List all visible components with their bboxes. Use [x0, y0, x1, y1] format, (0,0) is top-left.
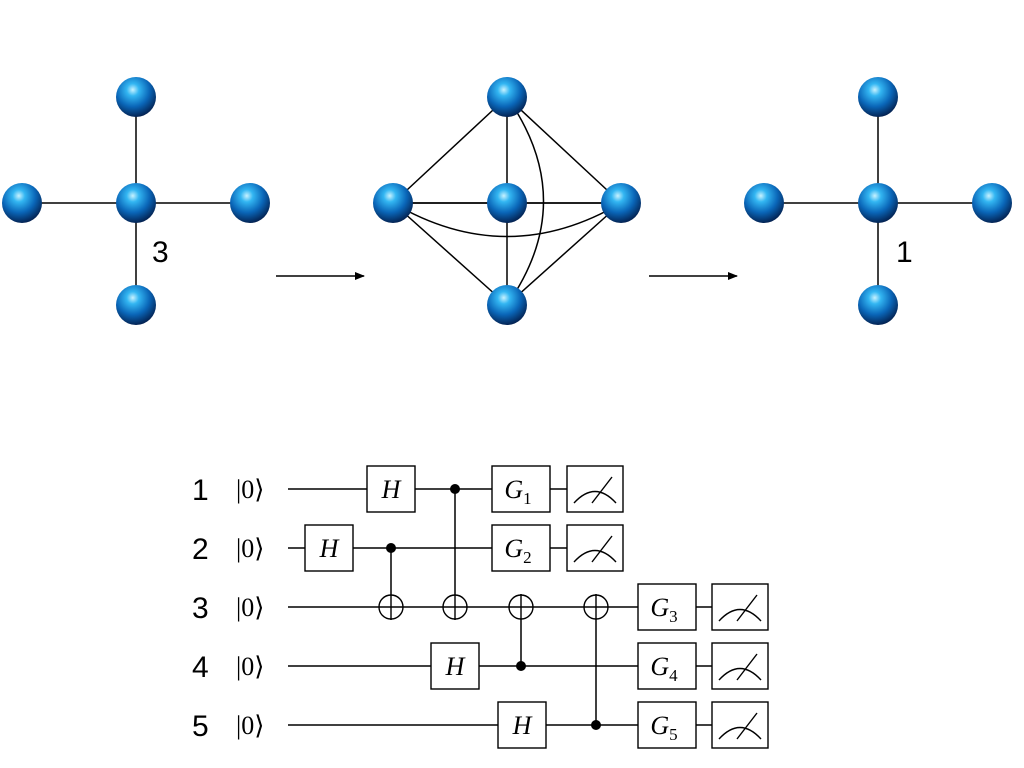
vertex-node [230, 183, 270, 223]
vertex-node [116, 77, 156, 117]
edge [392, 202, 508, 306]
middle-complete-graph [373, 77, 641, 325]
cnot-target [442, 594, 468, 620]
qubit-index: 4 [192, 651, 209, 684]
measurement-meter-icon [566, 465, 624, 513]
edge [392, 96, 508, 204]
cnot-target [378, 594, 404, 620]
edge [506, 96, 545, 306]
svg-text:G3: G3 [650, 593, 677, 626]
vertex-node [487, 77, 527, 117]
qubit-index: 5 [192, 710, 209, 743]
right-graph-label: 1 [896, 236, 913, 269]
quantum-circuit: 1 2 3 4 5 |0⟩ |0⟩ |0⟩ |0⟩ |0⟩ [192, 465, 769, 749]
edge [506, 96, 622, 204]
vertex-node [858, 77, 898, 117]
qubit-index: 3 [192, 592, 209, 625]
vertex-node [373, 183, 413, 223]
initial-state-ket: |0⟩ [236, 711, 264, 740]
hadamard-gate: H [430, 642, 480, 690]
g-gate: G4 [637, 642, 697, 690]
initial-state-ket: |0⟩ [236, 652, 264, 681]
vertex-node [487, 285, 527, 325]
edge [506, 202, 622, 306]
g-gate: G1 [491, 465, 551, 513]
hadamard-gate: H [304, 524, 354, 572]
left-star-graph: 3 [2, 77, 270, 325]
vertex-node [858, 183, 898, 223]
control-dot [386, 543, 396, 553]
cnot-target [508, 594, 534, 620]
measurement-meter-icon [566, 524, 624, 572]
qubit-index: 2 [192, 533, 209, 566]
vertex-node [972, 183, 1012, 223]
svg-text:G1: G1 [504, 475, 531, 508]
vertex-node [116, 183, 156, 223]
initial-state-ket: |0⟩ [236, 534, 264, 563]
control-dot [516, 661, 526, 671]
hadamard-gate: H [497, 701, 547, 749]
cnot-target [583, 594, 609, 620]
edge [392, 202, 622, 238]
g-gate: G3 [637, 583, 697, 631]
vertex-node [2, 183, 42, 223]
control-dot [591, 720, 601, 730]
svg-text:H: H [381, 475, 402, 504]
initial-state-ket: |0⟩ [236, 593, 264, 622]
vertex-node [858, 285, 898, 325]
svg-text:G5: G5 [650, 711, 677, 744]
vertex-node [601, 183, 641, 223]
g-gate: G2 [491, 524, 551, 572]
control-dot [450, 484, 460, 494]
measurement-meter-icon [711, 701, 769, 749]
vertex-node [487, 183, 527, 223]
left-graph-label: 3 [152, 236, 169, 269]
measurement-meter-icon [711, 642, 769, 690]
vertex-node [116, 285, 156, 325]
svg-text:G2: G2 [504, 534, 531, 567]
svg-text:H: H [445, 652, 466, 681]
qubit-index: 1 [192, 474, 209, 507]
svg-text:G4: G4 [650, 652, 678, 685]
right-star-graph: 1 [744, 77, 1012, 325]
measurement-meter-icon [711, 583, 769, 631]
hadamard-gate: H [366, 465, 416, 513]
svg-text:H: H [512, 711, 533, 740]
vertex-node [744, 183, 784, 223]
initial-state-ket: |0⟩ [236, 475, 264, 504]
svg-text:H: H [319, 534, 340, 563]
g-gate: G5 [637, 701, 697, 749]
